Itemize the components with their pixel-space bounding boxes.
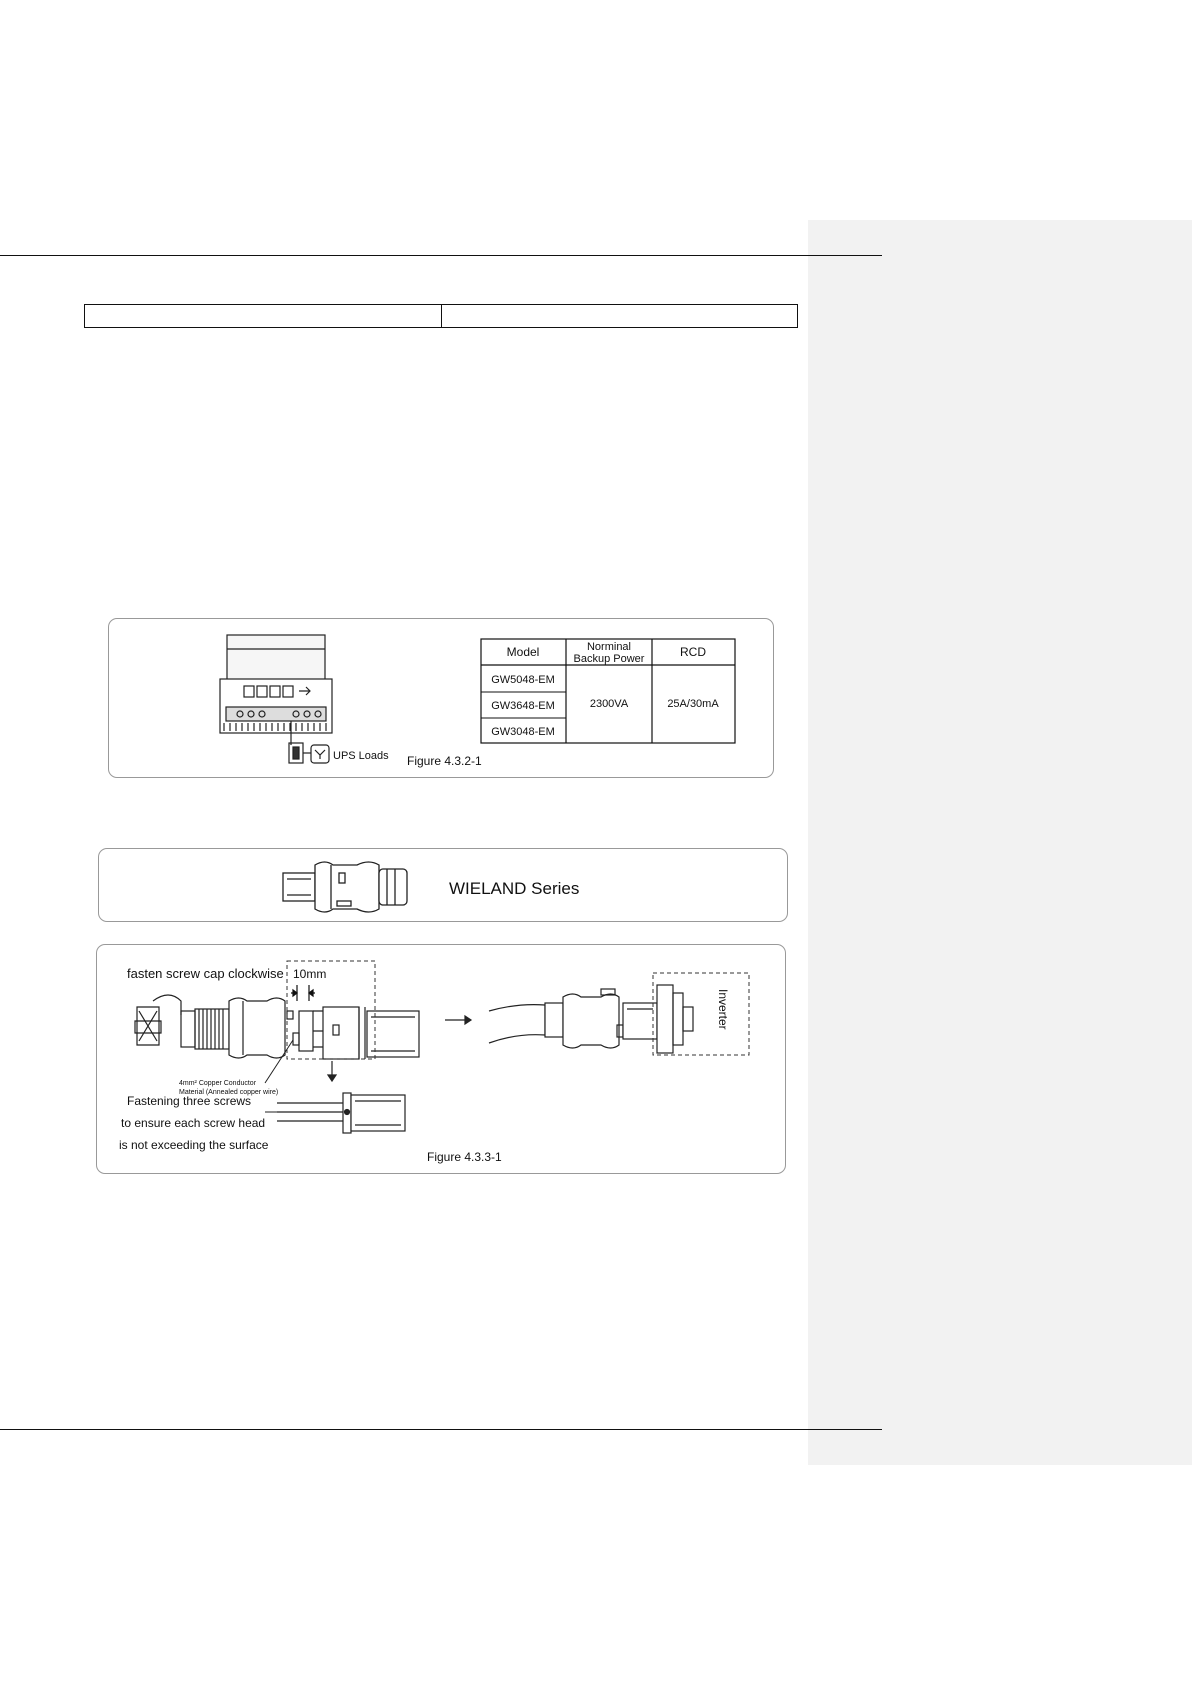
connected-connector-illustration <box>488 984 694 1054</box>
right-arrow-icon <box>445 1014 473 1026</box>
wieland-connector-icon <box>282 861 408 913</box>
wieland-series-label: WIELAND Series <box>449 879 579 898</box>
header-cell-left <box>85 305 441 327</box>
header-cell-right <box>442 305 798 327</box>
table-rcd-value: 25A/30mA <box>667 698 719 710</box>
conductor-note-2: Material (Annealed copper wire) <box>179 1089 278 1096</box>
table-header-backup-power: Backup Power <box>574 653 645 665</box>
fastened-connector-illustration <box>277 1092 406 1134</box>
table-model-row: GW3648-EM <box>491 700 555 712</box>
header-table-divider <box>441 305 442 327</box>
footer-rule <box>0 1429 882 1430</box>
screws-note-2: to ensure each screw head <box>121 1116 265 1130</box>
screws-note-3: is not exceeding the surface <box>119 1138 269 1152</box>
figure-4-3-2-1-caption: Figure 4.3.2-1 <box>407 754 482 768</box>
strip-length-label: 10mm <box>293 967 326 981</box>
conductor-note-1: 4mm² Copper Conductor <box>179 1080 257 1087</box>
inverter-illustration <box>219 634 333 764</box>
down-arrow-icon <box>326 1061 338 1083</box>
table-header-model: Model <box>507 645 540 659</box>
header-rule <box>0 255 882 256</box>
conductor-leader-line <box>264 1039 294 1084</box>
table-backup-power-value: 2300VA <box>590 698 629 710</box>
header-table <box>84 304 798 328</box>
table-model-row: GW5048-EM <box>491 674 555 686</box>
strip-length-dimension <box>291 985 315 1001</box>
comment-pane <box>808 220 1192 1465</box>
figure-4-3-2-1-box: UPS Loads Figure 4.3.2-1 Model Norminal … <box>108 618 774 778</box>
wieland-series-box: WIELAND Series <box>98 848 788 922</box>
screws-note-1: Fastening three screws <box>127 1094 251 1108</box>
inverter-label: Inverter <box>716 989 730 1030</box>
figure-4-3-3-1-caption: Figure 4.3.3-1 <box>427 1150 502 1164</box>
ups-loads-label: UPS Loads <box>333 750 389 762</box>
table-model-row: GW3048-EM <box>491 726 555 738</box>
table-header-norminal: Norminal <box>587 641 631 653</box>
assembly-connector-illustration <box>134 994 420 1060</box>
inverter-port-frame <box>652 972 750 1056</box>
table-header-rcd: RCD <box>680 645 706 659</box>
model-spec-table: Model Norminal Backup Power RCD GW5048-E… <box>480 638 736 744</box>
strip-length-detail-frame <box>286 960 376 1060</box>
fasten-screw-cap-label: fasten screw cap clockwise <box>127 966 284 981</box>
figure-4-3-3-1-box: fasten screw cap clockwise 10mm <box>96 944 786 1174</box>
